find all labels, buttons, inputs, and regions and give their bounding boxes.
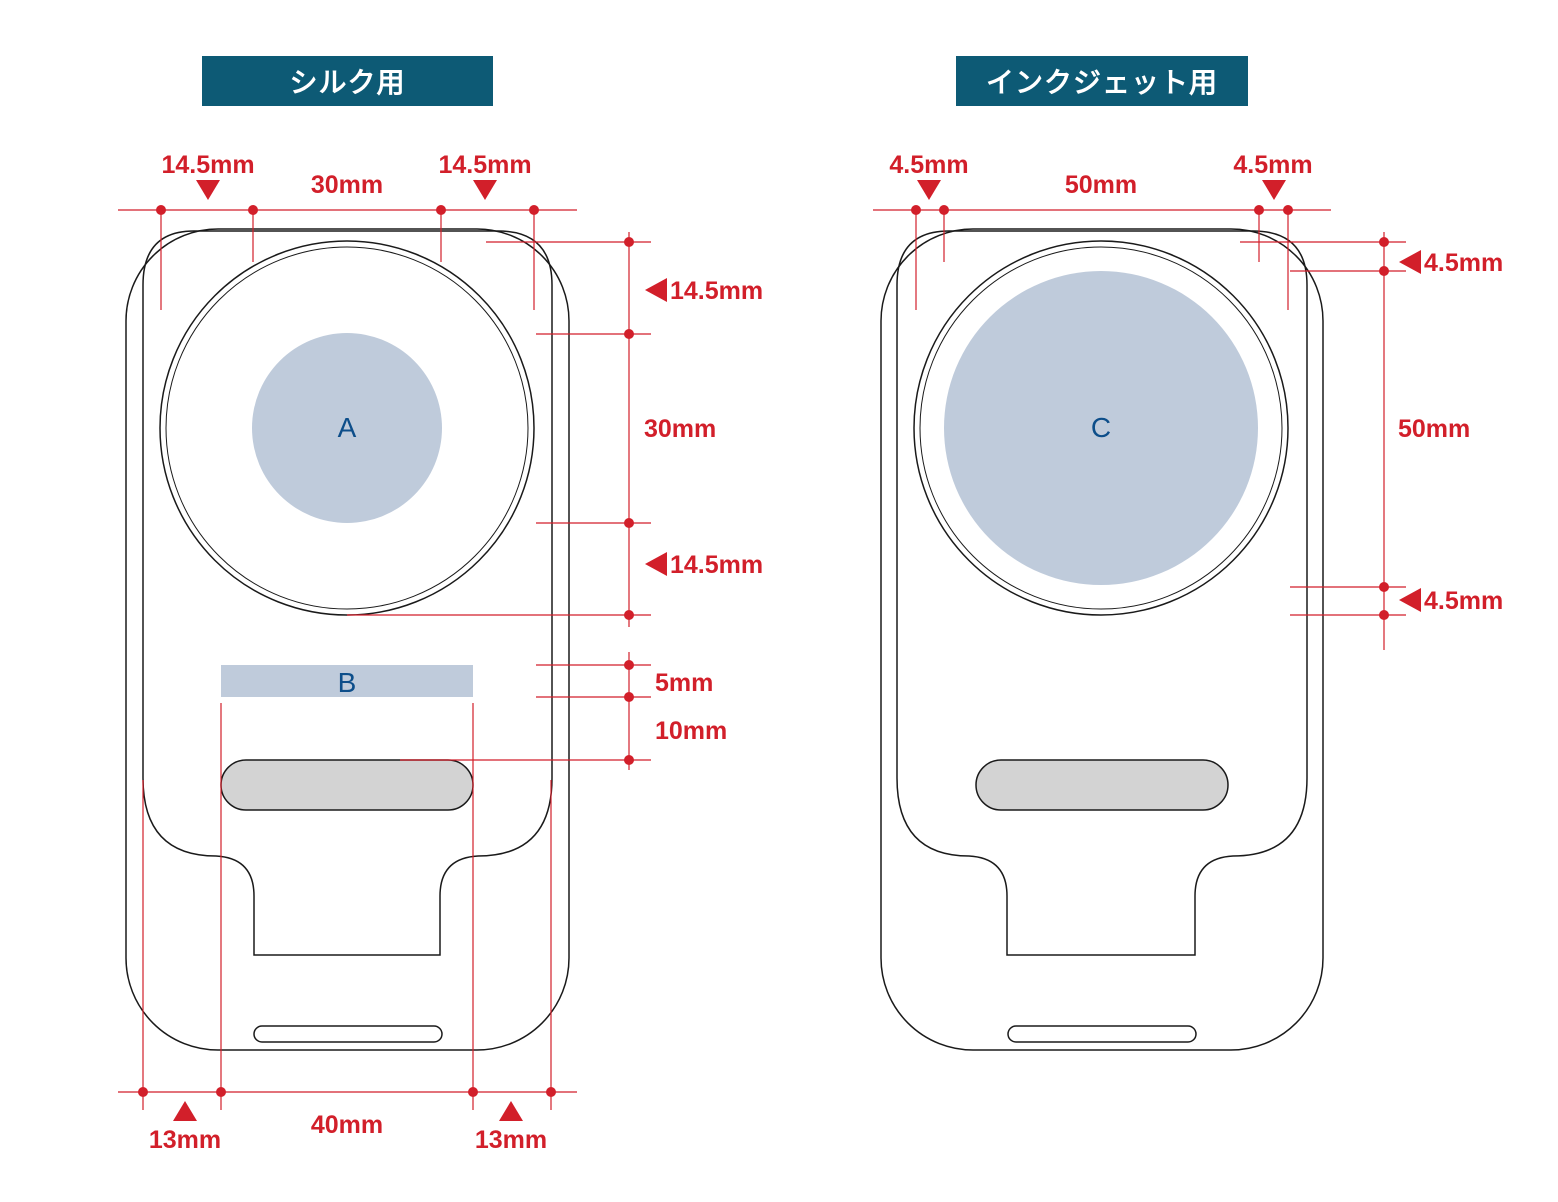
silk-bottom-right-margin: 13mm bbox=[475, 1126, 547, 1154]
inkjet-top-left-margin: 4.5mm bbox=[889, 151, 968, 179]
silk-right-top-margin: 14.5mm bbox=[670, 277, 763, 305]
silk-top-right-margin: 14.5mm bbox=[438, 151, 531, 179]
inkjet-product: C bbox=[880, 228, 1324, 1051]
inkjet-slot bbox=[975, 759, 1229, 811]
inkjet-dimensions: 4.5mm 50mm 4.5mm 4.5mm 50mm 4.5mm bbox=[873, 151, 1503, 650]
silk-slot bbox=[220, 759, 474, 811]
inkjet-right-top-margin: 4.5mm bbox=[1424, 249, 1503, 277]
silk-top-width: 30mm bbox=[311, 171, 383, 199]
print-area-b bbox=[221, 665, 473, 697]
zone-label-c: C bbox=[1091, 412, 1111, 443]
inkjet-bottom-hole bbox=[1007, 1025, 1197, 1043]
silk-inner-face bbox=[142, 230, 553, 956]
silk-right-circle: 30mm bbox=[644, 415, 716, 443]
inkjet-top-width: 50mm bbox=[1065, 171, 1137, 199]
inkjet-header: インクジェット用 bbox=[956, 56, 1248, 106]
inkjet-inner-face bbox=[896, 230, 1308, 956]
inkjet-top-right-margin: 4.5mm bbox=[1233, 151, 1312, 179]
silk-circle-inner bbox=[165, 246, 529, 610]
silk-header: シルク用 bbox=[202, 56, 493, 106]
zone-label-b: B bbox=[338, 667, 357, 698]
inkjet-right-circle: 50mm bbox=[1398, 415, 1470, 443]
silk-right-gap: 10mm bbox=[655, 717, 727, 745]
inkjet-circle-inner bbox=[919, 246, 1283, 610]
inkjet-right-bottom-margin: 4.5mm bbox=[1424, 587, 1503, 615]
inkjet-circle-outer bbox=[913, 240, 1289, 616]
silk-top-right-arrow bbox=[473, 180, 497, 200]
print-area-c bbox=[944, 271, 1258, 585]
silk-bottom-left-margin: 13mm bbox=[149, 1126, 221, 1154]
silk-dimensions: 14.5mm 30mm 14.5mm 14.5mm 30mm 14.5mm 5m… bbox=[118, 151, 763, 1154]
zone-label-a: A bbox=[338, 412, 357, 443]
silk-right-bottom-margin: 14.5mm bbox=[670, 551, 763, 579]
silk-top-left-arrow bbox=[196, 180, 220, 200]
silk-outer-body bbox=[125, 228, 570, 1051]
silk-top-left-margin: 14.5mm bbox=[161, 151, 254, 179]
silk-bottom-width: 40mm bbox=[311, 1111, 383, 1139]
silk-bottom-hole bbox=[253, 1025, 443, 1043]
silk-right-b-height: 5mm bbox=[655, 669, 713, 697]
silk-product: A B bbox=[125, 228, 570, 1051]
inkjet-outer-body bbox=[880, 228, 1324, 1051]
print-area-a bbox=[252, 333, 442, 523]
